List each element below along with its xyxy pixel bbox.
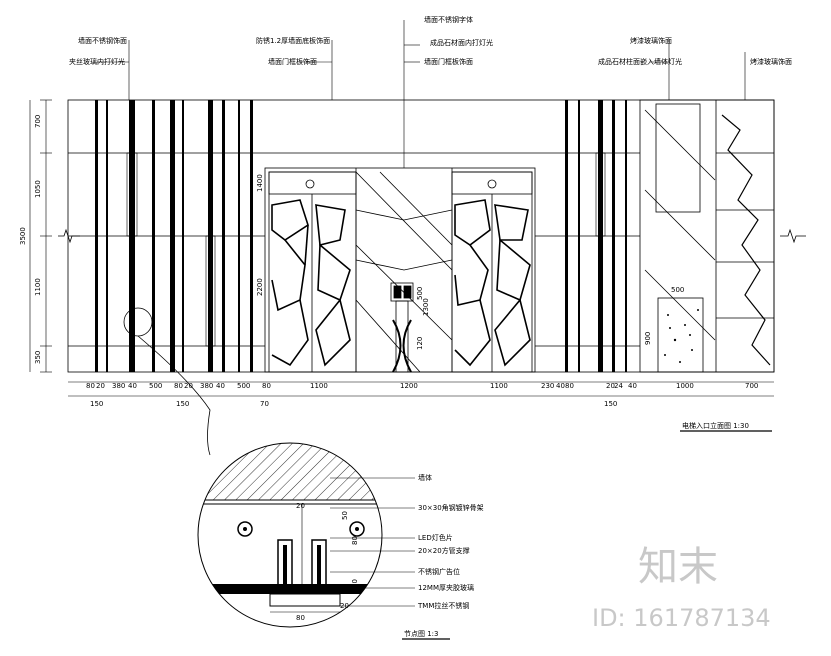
dim-350: 350 xyxy=(34,351,42,364)
main-caption: 电梯入口立面图 1:30 xyxy=(682,421,749,430)
ddim-50: 50 xyxy=(341,511,349,520)
dim-150-b: 150 xyxy=(176,400,189,408)
bottom-dim-label: 40 xyxy=(216,382,225,390)
stripe xyxy=(222,100,225,372)
ddim-30: 30 xyxy=(351,579,359,588)
stone-panel xyxy=(639,99,775,373)
dimension-lines xyxy=(29,99,774,397)
dim-1100: 1100 xyxy=(34,278,42,296)
detail-callouts: 墙体 30×30角钢镀锌骨架 LED灯色片 20×20方管支撑 不锈钢广告位 1… xyxy=(417,473,484,610)
callout-wall: 墙体 xyxy=(418,473,432,482)
leader-lines xyxy=(97,20,746,168)
door-lattice xyxy=(271,199,531,367)
stripe xyxy=(106,100,108,372)
stripe xyxy=(238,100,240,372)
label-wired-glass: 夹丝玻璃内打灯光 xyxy=(69,57,125,66)
bottom-dim-label: 80 xyxy=(86,382,95,390)
detail-dims: 20 80 50 30 80 20 xyxy=(296,502,359,622)
dim-700: 700 xyxy=(34,115,42,128)
stripe xyxy=(565,100,568,372)
bottom-dim-label: 80 xyxy=(174,382,183,390)
dim-total: 3500 xyxy=(19,227,27,245)
bottom-dim-label: 1100 xyxy=(310,382,328,390)
dim-1300: 1300 xyxy=(422,298,430,316)
stripe xyxy=(578,100,580,372)
bottom-dim-label: 230 xyxy=(541,382,554,390)
bottom-dim-label: 500 xyxy=(149,382,162,390)
label-glass-finish: 烤漆玻璃饰面 xyxy=(630,36,672,45)
callout-angle-steel: 30×30角钢镀锌骨架 xyxy=(418,503,484,512)
bottom-dim-label: 380 xyxy=(112,382,125,390)
ddim-80: 80 xyxy=(351,536,359,545)
stripe xyxy=(182,100,184,372)
stripe-block xyxy=(205,235,216,347)
stripe xyxy=(95,100,98,372)
bottom-dim-label: 40 xyxy=(556,382,565,390)
dim-door-2200: 2200 xyxy=(256,278,264,296)
stripe xyxy=(152,100,155,372)
bottom-dim-label: 1200 xyxy=(400,382,418,390)
label-door-frame-2: 墙面门框板饰面 xyxy=(424,57,473,66)
granite-texture xyxy=(664,309,699,363)
bottom-dims-row2: 150 150 70 150 xyxy=(90,400,617,408)
label-steel-finish: 墙面不锈钢饰面 xyxy=(78,36,127,45)
dim-120: 120 xyxy=(416,337,424,350)
bottom-dim-label: 80 xyxy=(262,382,271,390)
bottom-dim-label: 40 xyxy=(628,382,637,390)
label-door-frame: 墙面门框板饰面 xyxy=(268,57,317,66)
label-glass-finish-2: 烤漆玻璃饰面 xyxy=(750,57,792,66)
stripe xyxy=(250,100,253,372)
callout-led: LED灯色片 xyxy=(418,533,453,542)
top-labels: 墙面不锈钢饰面 夹丝玻璃内打灯光 防锈1.2厚墙面底板饰面 墙面门框板饰面 墙面… xyxy=(69,15,792,66)
detail-leaders xyxy=(330,477,415,607)
callout-square-tube: 20×20方管支撑 xyxy=(418,546,470,555)
label-steel-letters: 墙面不锈钢字体 xyxy=(424,15,473,24)
stripe xyxy=(625,100,627,372)
detail-caption: 节点图 1:3 xyxy=(404,630,439,638)
stripe xyxy=(612,100,615,372)
bottom-dim-label: 500 xyxy=(237,382,250,390)
callout-brushed-steel: TMM拉丝不锈钢 xyxy=(417,601,469,610)
watermark-id: ID: 161787134 xyxy=(592,604,771,632)
door-dimensions: 1400 2200 500 1300 120 500 900 xyxy=(256,174,684,350)
stripe-block xyxy=(595,152,606,237)
bottom-dim-label: 1000 xyxy=(676,382,694,390)
dim-900: 900 xyxy=(644,332,652,345)
label-plate-finish: 防锈1.2厚墙面底板饰面 xyxy=(256,36,330,45)
ddim-20b: 20 xyxy=(340,602,349,610)
bottom-dim-label: 80 xyxy=(565,382,574,390)
stripe-block xyxy=(126,152,138,237)
break-marks xyxy=(58,228,806,244)
dim-150-a: 150 xyxy=(90,400,103,408)
bottom-dim-label: 20 xyxy=(184,382,193,390)
watermark-logo: 知末 xyxy=(638,544,718,590)
elevator-door xyxy=(264,167,536,373)
label-stone-column: 成品石材柱面嵌入墙体灯光 xyxy=(598,57,682,66)
stripe xyxy=(170,100,175,372)
bottom-dim-label: 700 xyxy=(745,382,758,390)
bottom-dim-label: 20 xyxy=(96,382,105,390)
label-stone-light: 成品石材面内打灯光 xyxy=(430,38,493,47)
dim-500b: 500 xyxy=(416,287,424,300)
dim-500: 500 xyxy=(671,286,684,294)
bottom-dim-label: 24 xyxy=(614,382,623,390)
stripe-panels xyxy=(95,100,627,372)
dim-1050: 1050 xyxy=(34,180,42,198)
bottom-dim-label: 40 xyxy=(128,382,137,390)
ddim-20: 20 xyxy=(296,502,305,510)
left-dimensions: 700 1050 1100 350 3500 xyxy=(19,115,42,364)
callout-glass: 12MM厚夹胶玻璃 xyxy=(418,583,474,592)
ddim-80b: 80 xyxy=(296,614,305,622)
callout-ad-slot: 不锈钢广告位 xyxy=(418,567,460,576)
dim-150-c: 150 xyxy=(604,400,617,408)
bottom-dim-label: 1100 xyxy=(490,382,508,390)
dim-door-1400: 1400 xyxy=(256,174,264,192)
bottom-dim-label: 20 xyxy=(606,382,615,390)
bottom-dim-label: 380 xyxy=(200,382,213,390)
dim-70: 70 xyxy=(260,400,269,408)
